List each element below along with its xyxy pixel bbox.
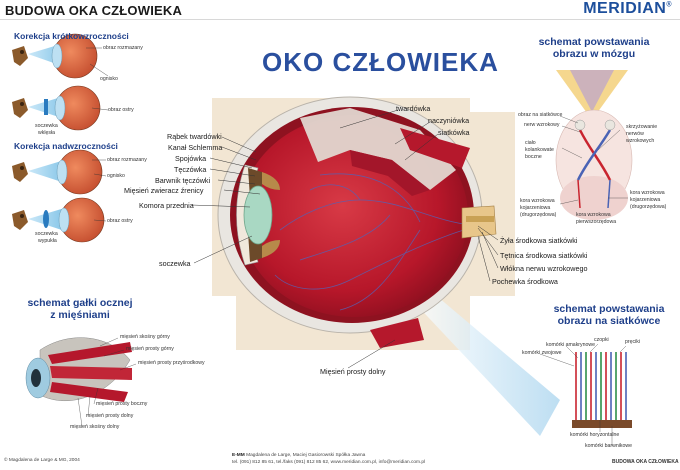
myopia-heading: Korekcja krótkowzroczności <box>14 31 129 41</box>
brain-heading-line-1: schemat powstawania <box>538 36 650 48</box>
muscle-label-inferior-rectus: mięsień prosty dolny <box>86 413 134 419</box>
eye-label-limbus: Rąbek twardówki <box>167 132 222 141</box>
muscle-label-superior-rectus: mięsień prosty górny <box>126 346 174 352</box>
myopia-diagrams <box>12 33 101 131</box>
dog-icon <box>12 98 28 118</box>
eye-label-sphincter: Mięsień zwieracz źrenicy <box>124 186 204 195</box>
brain-heading: schemat powstawania obrazu w mózgu <box>532 36 656 60</box>
brain-label-assoc-right-2: kojarzeniowa <box>630 197 661 203</box>
brain-label-optic-nerve: nerw wzrokowy <box>524 122 560 128</box>
dog-icon <box>12 162 28 182</box>
muscle-label-superior-oblique: mięsień skośny górny <box>120 334 170 340</box>
brand-name: MERIDIAN <box>583 0 667 17</box>
eye-label-anterior-chamber: Komora przednia <box>139 201 194 210</box>
footer-authors: Magdalena de Large, Maciej Gasiorowski S… <box>246 453 366 458</box>
eye-label-choroid: naczyniówka <box>428 116 470 125</box>
eye-label-iris: Tęczówka <box>174 165 207 174</box>
brain-label-primary-1: kora wzrokowa <box>576 212 611 218</box>
eye-label-schlemm: Kanał Schlemma <box>168 143 223 152</box>
hyperopia-lens-label-1: soczewka <box>35 231 58 237</box>
eye-cross-section-icon <box>217 96 497 348</box>
retina-label-horizontal: komórki horyzontalne <box>570 432 620 438</box>
main-title: OKO CZŁOWIEKA <box>262 47 499 77</box>
hyperopia-diagrams <box>12 149 105 243</box>
dog-icon <box>12 210 28 230</box>
muscle-label-medial-rectus: mięsień prosty przyśrodkowy <box>138 360 205 366</box>
eye-label-central-artery: Tętnica środkowa siatkówki <box>500 251 588 260</box>
brain-label-chiasm-3: wzrokowych <box>626 138 655 144</box>
brain-label-primary-2: pierwszorzędowa <box>576 219 617 225</box>
brain-label-retina-image: obraz na siatkówce <box>518 112 563 118</box>
eye-label-iris-pigment: Barwnik tęczówki <box>155 176 211 185</box>
myopia-lens-label-2: wklęsła <box>38 130 56 136</box>
retina-label-cones: czopki <box>594 337 609 343</box>
muscles-heading-line-2: z mięśniami <box>50 309 110 321</box>
page-header-title: BUDOWA OKA CZŁOWIEKA <box>5 3 183 18</box>
retina-label-rods: pręciki <box>625 339 640 345</box>
hyperopia-lens-label-2: wypukła <box>38 238 57 244</box>
eye-label-sheath: Pochewka środkowa <box>492 277 558 286</box>
muscles-heading-line-1: schemat gałki ocznej <box>27 297 133 309</box>
muscle-label-inferior-oblique: mięsień skośny dolny <box>70 424 120 430</box>
myopia-label-blurry: obraz rozmazany <box>103 45 143 51</box>
brain-label-assoc-left-1: kora wzrokowa <box>520 198 555 204</box>
dog-icon <box>12 46 28 66</box>
brain-label-assoc-left-3: (drugorzędowa) <box>520 212 557 218</box>
hyperopia-label-sharp: obraz ostry <box>107 218 133 224</box>
brain-label-lgn-3: boczne <box>525 154 542 160</box>
footer-publisher: E-MM Magdalena de Large, Maciej Gasiorow… <box>232 453 365 458</box>
myopia-label-sharp: obraz ostry <box>108 107 134 113</box>
eye-label-conjunctiva: Spojówka <box>175 154 207 163</box>
footer-contact: tel. (091) 812 85 61, tel./faks (091) 81… <box>232 460 426 465</box>
brand-mark: ® <box>666 1 672 9</box>
eye-label-central-vein: Żyła środkowa siatkówki <box>500 236 578 245</box>
retina-label-ganglion: komórki zwojowe <box>522 350 562 356</box>
retina-heading-line-1: schemat powstawania <box>553 303 665 315</box>
hyperopia-heading: Korekcja nadwzroczności <box>14 141 118 151</box>
muscle-label-lateral-rectus: mięsień prosty boczny <box>96 401 148 407</box>
retina-beam <box>412 292 560 436</box>
retina-heading: schemat powstawania obrazu na siatkówce <box>540 303 678 327</box>
brain-label-chiasm-2: nerwów <box>626 131 644 137</box>
muscles-heading: schemat gałki ocznej z mięśniami <box>18 297 142 321</box>
brain-label-lgn-1: ciało <box>525 140 536 146</box>
header-divider <box>0 19 680 20</box>
brain-label-assoc-left-2: kojarzeniowa <box>520 205 551 211</box>
myopia-lens-label-1: soczewka <box>35 123 58 129</box>
footer-copyright: © Magdalena de Large & MG, 2004 <box>4 458 80 463</box>
brain-label-lgn-2: kolankowate <box>525 147 554 153</box>
brain-label-chiasm-1: skrzyżowanie <box>626 124 658 130</box>
eyeball-muscles-icon <box>25 337 132 402</box>
brain-heading-line-2: obrazu w mózgu <box>552 48 636 60</box>
footer-company: E-MM <box>232 453 245 458</box>
eye-label-sclera: twardówka <box>396 104 431 113</box>
hyperopia-label-focus: ognisko <box>107 173 125 179</box>
brain-label-assoc-right-3: (drugorzędowa) <box>630 204 667 210</box>
myopia-label-focus: ognisko <box>100 76 118 82</box>
brain-label-assoc-right-1: kora wzrokowa <box>630 190 665 196</box>
footer-corner-title: BUDOWA OKA CZŁOWIEKA <box>612 459 679 465</box>
eye-label-retina: siatkówka <box>438 128 470 137</box>
brand-logo: MERIDIAN® <box>583 0 672 18</box>
retina-cells-icon <box>572 350 632 428</box>
retina-heading-line-2: obrazu na siatkówce <box>557 315 661 327</box>
eye-label-lens: soczewka <box>159 259 191 268</box>
retina-label-amacrine: komórki amakrynowe <box>546 342 596 348</box>
brain-icon <box>555 70 633 220</box>
eye-label-inferior-rectus: Mięsień prosty dolny <box>320 367 386 376</box>
hyperopia-label-blurry: obraz rozmazany <box>107 157 147 163</box>
eye-label-nerve-fibers: Włókna nerwu wzrokowego <box>500 264 588 273</box>
retina-label-pigment: komórki barwnikowe <box>585 443 632 449</box>
